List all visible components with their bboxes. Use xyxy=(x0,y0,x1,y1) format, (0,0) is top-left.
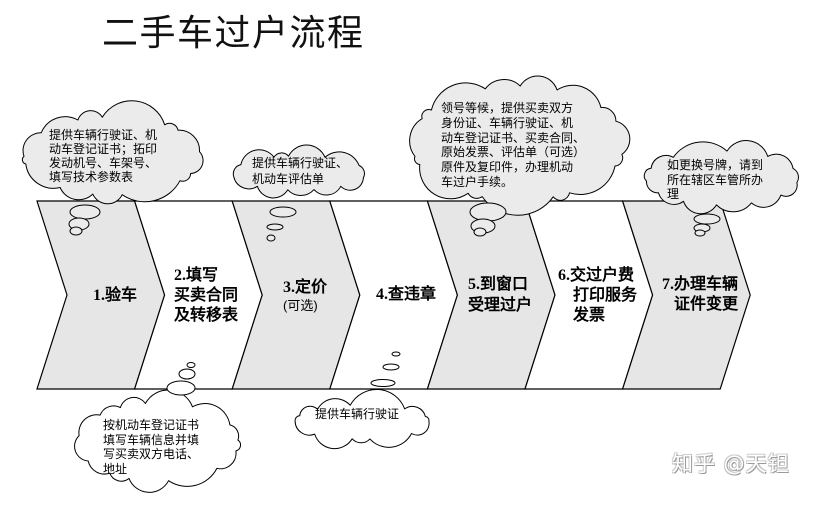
callout-text-step-4: 提供车辆行驶证 xyxy=(315,407,399,421)
thought-bubble xyxy=(69,204,101,220)
callout-line: 机动车评估单 xyxy=(252,172,325,186)
step-label-line: 2.填写 xyxy=(174,267,219,284)
step-optional-note: (可选) xyxy=(283,298,318,313)
step-label-line: 打印服务 xyxy=(573,287,638,304)
callout-line: 如更换号牌，请到 xyxy=(667,158,764,172)
thought-bubbles xyxy=(68,202,721,396)
callout-line: 提供车辆行驶证、 xyxy=(252,156,349,170)
thought-bubble xyxy=(69,226,83,236)
step-label-6: 6.交过户费 打印服务 发票 xyxy=(558,266,637,326)
step-label-7: 7.办理车辆 证件变更 xyxy=(656,275,738,315)
thought-bubble xyxy=(473,227,487,237)
callout-line: 原始发票、评估单（可选） xyxy=(441,145,586,160)
watermark: 知乎 @天钽 xyxy=(672,452,790,476)
callout-text-step-3: 提供车辆行驶证、 机动车评估单 xyxy=(252,155,348,187)
step-label-5: 5.到窗口 受理过户 xyxy=(468,274,532,316)
callout-text-step-7: 如更换号牌，请到 所在辖区车管所办 理 xyxy=(667,158,763,202)
step-label-line: 发票 xyxy=(573,307,606,324)
step-label-3: 3.定价 (可选) xyxy=(283,278,327,313)
thought-bubble xyxy=(382,363,400,371)
step-label-line: 4.查违章 xyxy=(376,286,437,303)
step-label-4: 4.查违章 xyxy=(376,285,436,305)
thought-bubble xyxy=(178,368,196,380)
step-label-line: 5.到窗口 xyxy=(468,276,529,293)
step-label-line: 及转移表 xyxy=(174,307,239,324)
thought-bubble xyxy=(266,234,276,242)
callout-line: 发动机号、车架号、 xyxy=(49,156,158,170)
callout-line: 写买卖双方电话、 xyxy=(103,447,200,461)
thought-bubble xyxy=(391,351,401,357)
step-label-line: 买卖合同 xyxy=(174,287,239,304)
step-label-line: 1.验车 xyxy=(93,287,138,304)
step-label-line: 证件变更 xyxy=(673,296,738,313)
thought-bubble xyxy=(166,380,196,396)
callout-line: 理 xyxy=(667,187,680,201)
callout-cloud-step-3 xyxy=(232,144,365,199)
callout-clouds xyxy=(21,75,799,493)
step-label-line: 3.定价 xyxy=(283,279,328,296)
thought-bubble xyxy=(469,202,507,222)
callout-line: 填写技术参数表 xyxy=(49,170,134,184)
callout-cloud-step-7 xyxy=(643,140,799,215)
thought-bubble xyxy=(370,379,396,387)
thought-bubble xyxy=(186,362,196,368)
callout-cloud-step-4 xyxy=(294,389,430,450)
callout-line: 原件及复印件，办理机动 xyxy=(441,160,574,175)
step-label-line: 7.办理车辆 xyxy=(661,276,738,293)
callout-line: 身份证、车辆行驶证、机 xyxy=(441,115,574,130)
callout-cloud-step-2 xyxy=(74,389,242,493)
step-label-2: 2.填写 买卖合同 及转移表 xyxy=(174,266,238,326)
callout-line: 动车登记证书；拓印 xyxy=(49,142,158,156)
callout-line: 填写车辆信息并填 xyxy=(103,432,200,447)
callout-cloud-step-1 xyxy=(21,100,204,205)
callout-text-step-1: 提供车辆行驶证、机 动车登记证书；拓印 发动机号、车架号、 填写技术参数表 xyxy=(49,128,157,184)
callout-line: 地址 xyxy=(103,461,128,476)
step-label-line: 6.交过户费 xyxy=(558,267,635,284)
diagram-title: 二手车过户流程 xyxy=(102,13,365,54)
callout-text-step-2: 按机动车登记证书 填写车辆信息并填 写买卖双方电话、 地址 xyxy=(103,418,199,476)
callout-line: 车过户手续。 xyxy=(441,174,514,189)
step-label-1: 1.验车 xyxy=(93,286,137,306)
thought-bubble xyxy=(694,229,706,237)
callout-line: 动车登记证书、买卖合同、 xyxy=(441,130,586,145)
callout-line: 提供车辆行驶证、机 xyxy=(49,128,158,142)
thought-bubble xyxy=(693,213,721,225)
callout-line: 提供车辆行驶证 xyxy=(315,407,400,421)
callout-line: 按机动车登记证书 xyxy=(103,418,200,432)
thought-bubble xyxy=(266,223,284,231)
callout-line: 领号等候，提供买卖双方 xyxy=(441,101,574,115)
step-label-line: 受理过户 xyxy=(468,297,533,314)
callout-cloud-step-5 xyxy=(409,75,631,216)
callout-text-step-5: 领号等候，提供买卖双方 身份证、车辆行驶证、机 动车登记证书、买卖合同、 原始发… xyxy=(441,101,585,190)
callout-line: 所在辖区车管所办 xyxy=(667,172,764,187)
thought-bubble xyxy=(269,206,297,218)
